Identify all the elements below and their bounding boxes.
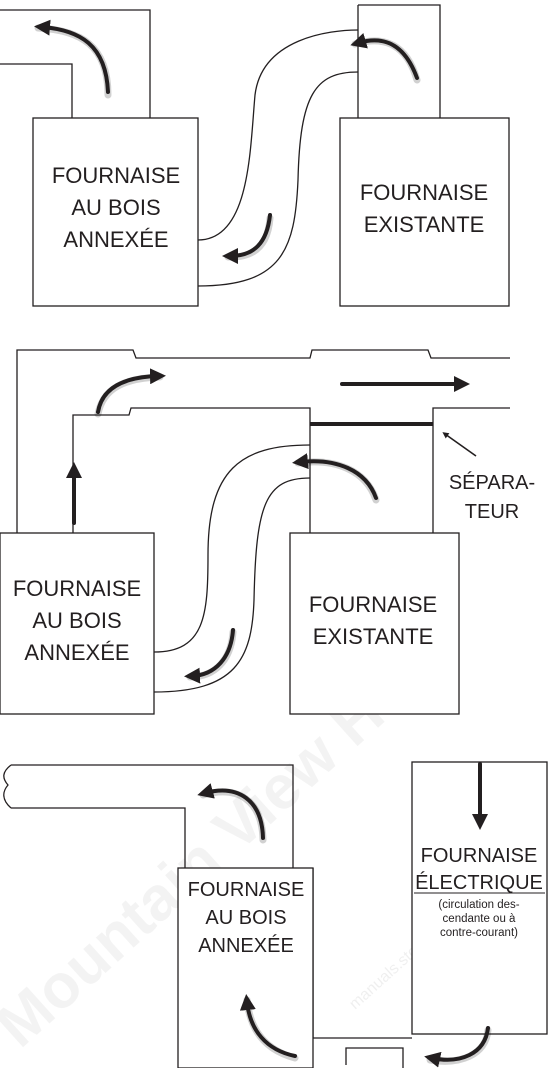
panel3-electric-note-2: cendante ou à [443, 913, 517, 925]
panel1-wood-label-3: ANNEXÉE [63, 227, 168, 252]
panel-2: FOURNAISE AU BOIS ANNEXÉE FOURNAISE EXIS… [0, 349, 535, 715]
panel2-connecting-duct [153, 444, 311, 653]
panel2-separator-label-1: SÉPARA- [449, 471, 535, 494]
panel3-electric-note-3: contre-courant) [440, 927, 518, 939]
panel3-wood-label-3: ANNEXÉE [198, 934, 294, 957]
panel2-wood-label-2: AU BOIS [32, 608, 121, 633]
panel3-arrow-into-wood-furnace [239, 994, 297, 1058]
panel3-arrow-out-bottom [424, 1026, 490, 1068]
panel2-separator-pointer [442, 432, 477, 457]
panel2-arrow-to-wood-furnace [184, 628, 235, 684]
panel1-left-duct [0, 9, 151, 118]
panel1-existing-label-2: EXISTANTE [364, 212, 485, 237]
panel3-top-duct [11, 764, 294, 868]
panel2-existing-label-2: EXISTANTE [313, 624, 434, 649]
panel-3: FOURNAISE AU BOIS ANNEXÉE FOURNAISE ÉLEC… [3, 761, 548, 1068]
panel2-separator-label-2: TEUR [465, 501, 519, 523]
panel1-right-duct [358, 4, 441, 118]
panel2-top-duct [16, 349, 510, 533]
panel1-connecting-duct [197, 29, 359, 241]
panel2-wood-label-3: ANNEXÉE [24, 640, 129, 665]
panel3-arrow-up-left [197, 783, 265, 840]
panel1-existing-label-1: FOURNAISE [360, 180, 488, 205]
panel3-electric-label-2: ÉLECTRIQUE [415, 871, 543, 894]
panel2-wood-label-1: FOURNAISE [13, 576, 141, 601]
panel1-wood-label-1: FOURNAISE [52, 163, 180, 188]
panel2-wood-furnace-box [0, 532, 155, 715]
panel-1: FOURNAISE AU BOIS ANNEXÉE FOURNAISE EXIS… [0, 4, 510, 307]
panel1-arrow-up-left [34, 19, 110, 94]
panel2-existing-label-1: FOURNAISE [309, 592, 437, 617]
panel2-arrow-into-duct [292, 453, 378, 500]
panel1-wood-furnace-box [32, 117, 199, 307]
panel1-wood-label-2: AU BOIS [71, 195, 160, 220]
panel3-wood-label-2: AU BOIS [205, 907, 286, 929]
panel1-arrow-into-duct [350, 33, 419, 80]
panel2-arrow-curve-right [96, 368, 166, 414]
panel3-electric-note-1: (circulation des- [438, 899, 519, 911]
panel3-bottom-duct [312, 868, 412, 1039]
panel3-wood-label-1: FOURNAISE [188, 879, 305, 901]
panel1-existing-furnace-box [339, 117, 510, 307]
panel2-existing-furnace-box [289, 532, 460, 715]
panel1-arrow-to-wood-furnace [222, 213, 272, 264]
panel3-wood-furnace-box [177, 867, 314, 1068]
panel3-electric-label-1: FOURNAISE [421, 845, 538, 867]
